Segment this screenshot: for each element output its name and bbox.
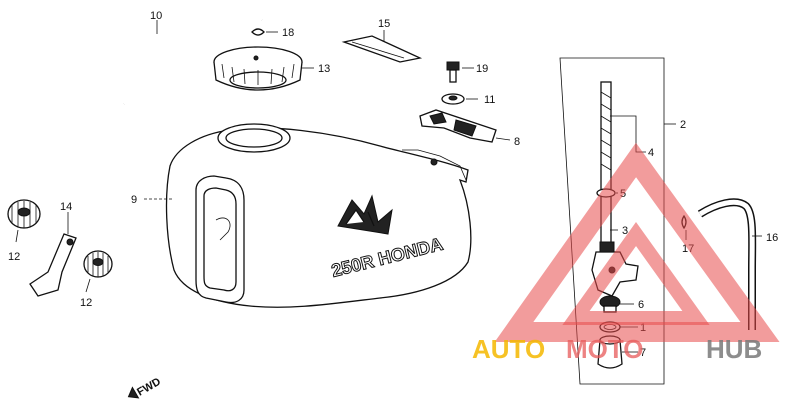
- collar-part: [441, 93, 465, 105]
- watermark-logo: AUTO MOTO HUB: [472, 142, 780, 364]
- callout-4: 4: [648, 147, 654, 159]
- callout-12-left: 12: [8, 251, 20, 263]
- callout-10: 10: [150, 10, 162, 22]
- fuel-strainer-part: [600, 81, 612, 257]
- tank-pad-strip-part: [341, 35, 423, 63]
- rubber-cushion-left-part: [7, 199, 41, 229]
- fuel-hose-part: [697, 198, 757, 330]
- fuel-valve-assembly-frame: [559, 57, 665, 385]
- callout-13: 13: [318, 63, 330, 75]
- vent-tube-part: [122, 12, 263, 105]
- fwd-label: FWD: [135, 376, 163, 399]
- callout-3: 3: [622, 225, 628, 237]
- forward-direction-marker: FWD: [127, 376, 163, 399]
- callout-11: 11: [484, 94, 495, 106]
- callout-6: 6: [638, 299, 644, 311]
- callout-16: 16: [766, 232, 778, 244]
- watermark-auto: AUTO: [472, 334, 545, 364]
- bolt-part: [446, 61, 460, 83]
- callout-14: 14: [60, 201, 72, 213]
- fuel-tank-part: 250R HONDA: [165, 123, 472, 308]
- callout-19: 19: [476, 63, 488, 75]
- callout-2: 2: [680, 119, 686, 131]
- rubber-cushion-right-part: [83, 250, 113, 278]
- callout-8: 8: [514, 136, 520, 148]
- callout-7: 7: [640, 347, 646, 359]
- fuel-cap-part: [213, 46, 303, 91]
- callout-12-right: 12: [80, 297, 92, 309]
- watermark-hub: HUB: [706, 334, 762, 364]
- watermark-triangle-outer: [494, 142, 780, 342]
- tube-clip-part: [251, 28, 265, 36]
- tank-mount-bracket-part: [419, 109, 497, 143]
- callout-18: 18: [282, 27, 294, 39]
- callout-9: 9: [131, 194, 137, 206]
- callout-15: 15: [378, 18, 390, 30]
- valve-lever-part: [599, 295, 621, 313]
- tank-band-part: [29, 233, 77, 297]
- watermark-triangle-inner: [562, 221, 710, 325]
- watermark-moto: MOTO: [566, 334, 644, 364]
